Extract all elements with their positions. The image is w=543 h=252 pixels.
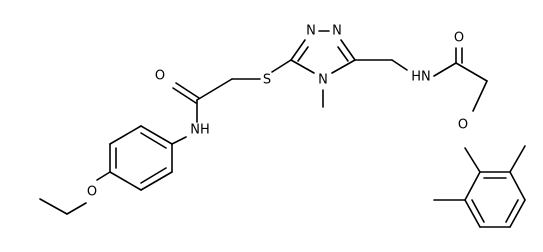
bond-co-left-double	[172, 87, 197, 104]
bond-lines	[39, 30, 526, 228]
bond-ring-left-6	[140, 125, 173, 145]
atom-label-n-triazole-4: N	[318, 73, 328, 88]
bond-ring-right-3	[509, 199, 526, 228]
bond-triazole-c5-n1-double	[297, 46, 309, 62]
bond-triazole-n4-c5	[290, 59, 315, 74]
atom-label-o-ether-right: O	[458, 118, 468, 133]
atom-label-n-triazole-1: N	[306, 24, 316, 39]
atom-labels: O NH O S N N N HN O O	[87, 24, 468, 200]
bond-ring-right-5	[464, 199, 481, 228]
bond-ring-left-2-double	[140, 167, 167, 184]
bond-ring-right-methyl-top	[509, 145, 526, 173]
bond-co-left	[175, 82, 200, 99]
bond-ring-right-6	[464, 171, 481, 201]
bond-triazole-n2-c3	[340, 39, 356, 61]
bond-ch2-o-right	[472, 80, 488, 112]
bond-ring-right-3-double	[505, 199, 519, 223]
bond-ring-left-5	[109, 125, 142, 145]
atom-label-nh-amide-left: NH	[190, 123, 210, 138]
bond-ring-left-3	[109, 171, 142, 191]
bond-c-ch2-left	[196, 78, 233, 101]
bond-s-triazole	[271, 59, 292, 73]
bond-aryl-o-left	[96, 171, 111, 181]
atom-label-hn-amide-right: HN	[411, 70, 431, 85]
bond-ch2-hn-right	[391, 59, 408, 71]
bond-ring-left-2	[140, 171, 173, 191]
atom-label-s: S	[263, 73, 271, 88]
atom-label-o-amide-right: O	[454, 31, 464, 46]
bond-ring-left-6-double	[140, 132, 167, 149]
bond-o-ch2-ethoxy	[66, 202, 87, 215]
bond-ch2-ch3-ethoxy	[39, 198, 68, 215]
bond-triazole-c5-n1	[290, 39, 306, 61]
atom-label-o-ether-left: O	[87, 185, 97, 200]
atom-label-n-triazole-2: N	[332, 24, 342, 39]
bond-hn-c-right	[433, 62, 457, 77]
bond-nh-aryl	[171, 136, 187, 145]
bond-ring-right-2	[509, 171, 526, 201]
atom-label-o-amide-left: O	[155, 69, 165, 84]
bond-c-ch2-right-amide	[455, 62, 488, 82]
bond-triazole-c3-n4	[331, 59, 356, 74]
bond-triazole-n2-c3-double	[337, 46, 349, 62]
bond-ring-right-5-double	[471, 199, 485, 223]
bond-o-aryl-right	[464, 147, 481, 173]
